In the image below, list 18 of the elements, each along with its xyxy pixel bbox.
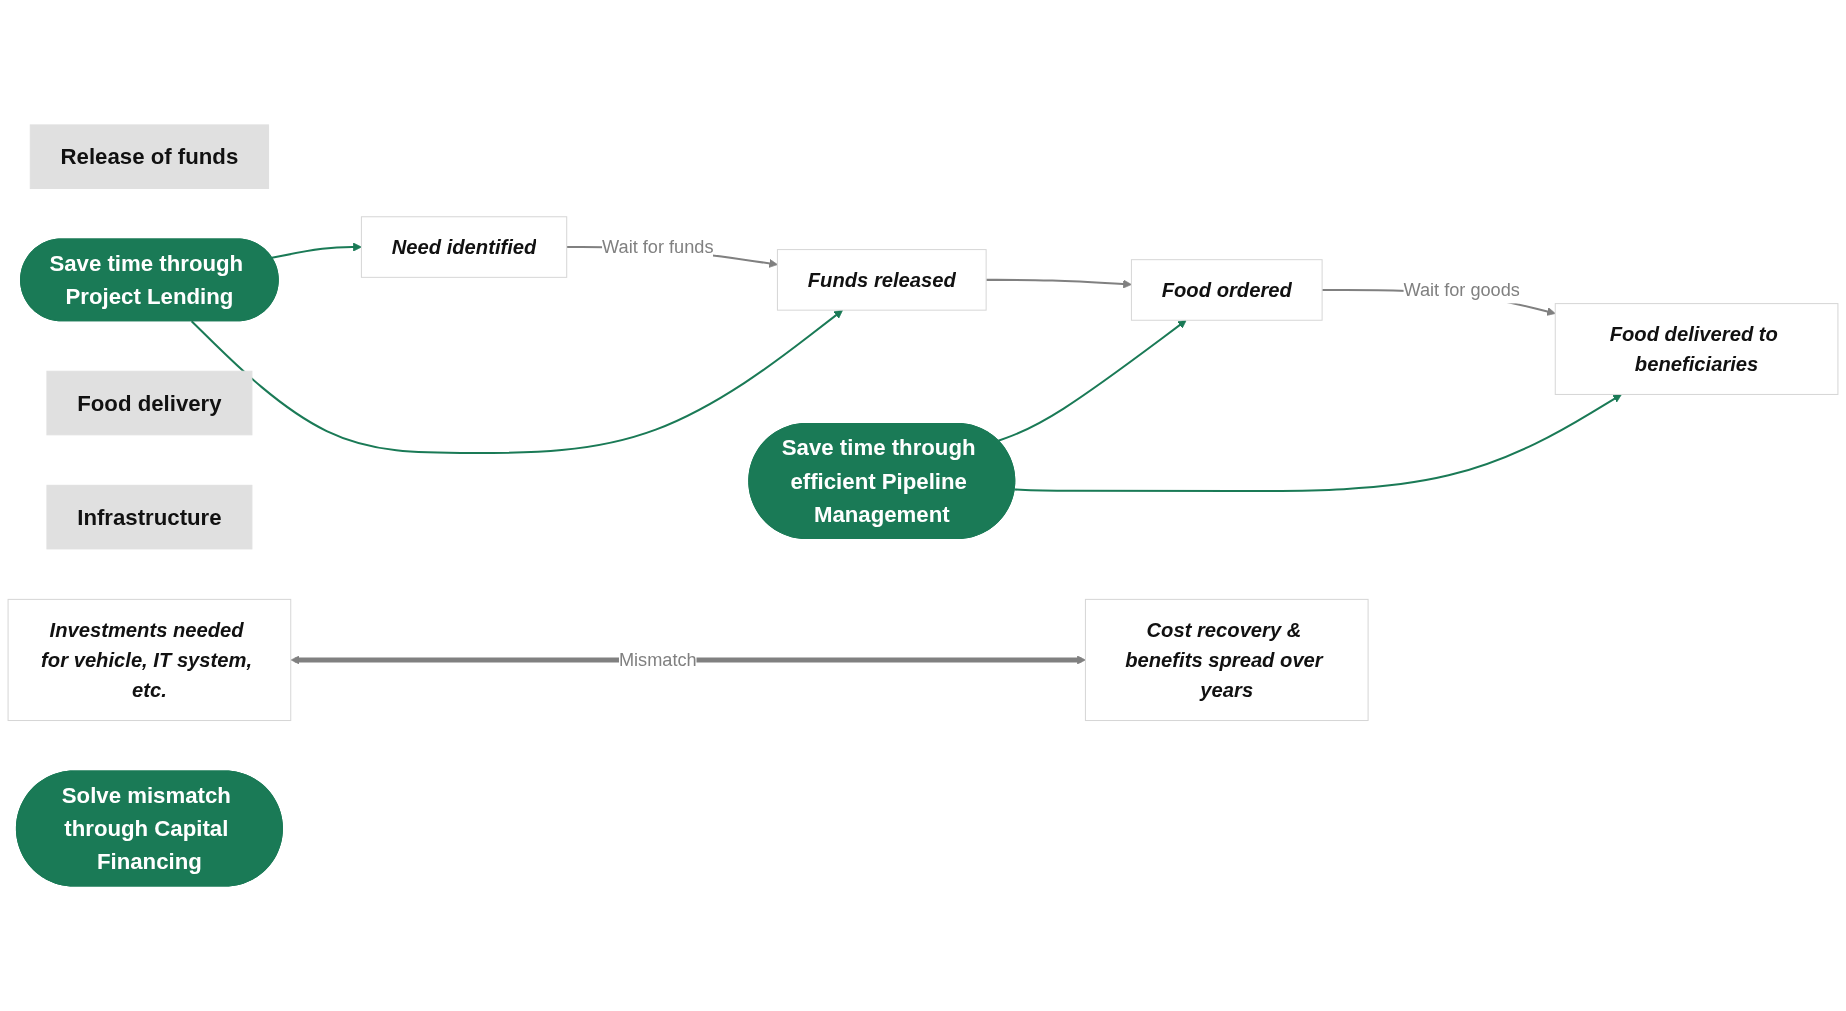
node-box: Release of funds	[29, 124, 270, 189]
arrow	[998, 319, 1187, 442]
arrow	[271, 242, 362, 259]
arrow	[986, 278, 1132, 289]
edge-label: Mismatch	[618, 649, 697, 670]
node-box: Need identified	[360, 216, 568, 278]
node-box: Infrastructure	[46, 484, 253, 550]
node-box: Food ordered	[1130, 259, 1323, 321]
arrow	[1014, 394, 1622, 493]
arrow	[190, 309, 843, 454]
node-box: Food delivered to beneficiaries	[1554, 303, 1839, 395]
edge-label: Wait for goods	[1403, 279, 1520, 300]
node-box: Food delivery	[46, 370, 253, 436]
node-box: Investments needed for vehicle, IT system, etc.	[7, 598, 292, 722]
node-box: Funds released	[776, 249, 987, 311]
edge-label: Wait for funds	[602, 236, 714, 257]
arrow	[290, 655, 1086, 665]
node-box: Cost recovery & benefits spread over years	[1084, 598, 1369, 722]
